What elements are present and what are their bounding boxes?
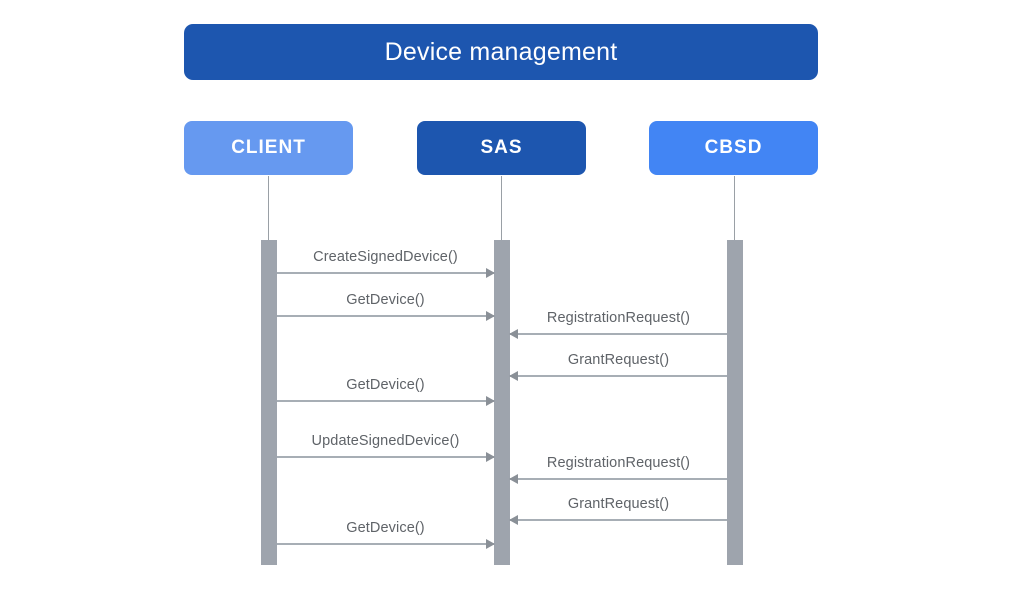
actor-label-sas: SAS — [480, 137, 523, 158]
message-label: RegistrationRequest() — [546, 310, 691, 326]
message-line — [510, 519, 727, 521]
message-label: UpdateSignedDevice() — [311, 433, 460, 449]
arrow-head-right-icon — [486, 452, 495, 462]
message-line — [510, 333, 727, 335]
message-label: GrantRequest() — [567, 352, 670, 368]
actor-label-cbsd: CBSD — [704, 137, 763, 158]
message-label: GrantRequest() — [567, 496, 670, 512]
arrow-head-left-icon — [509, 371, 518, 381]
message-line — [277, 456, 494, 458]
message-label: GetDevice() — [346, 377, 425, 393]
message-line — [510, 375, 727, 377]
arrow-head-right-icon — [486, 268, 495, 278]
diagram-title-banner: Device management — [184, 24, 818, 80]
arrow-head-left-icon — [509, 515, 518, 525]
message-label: GetDevice() — [346, 292, 425, 308]
message-label: RegistrationRequest() — [546, 455, 691, 471]
actor-box-client[interactable]: CLIENT — [184, 121, 353, 175]
arrow-head-left-icon — [509, 329, 518, 339]
message-line — [277, 272, 494, 274]
message-line — [277, 315, 494, 317]
page-title: Device management — [384, 37, 618, 66]
message-label: GetDevice() — [346, 520, 425, 536]
arrow-head-right-icon — [486, 539, 495, 549]
message-line — [277, 400, 494, 402]
arrow-head-right-icon — [486, 311, 495, 321]
activation-bar-client — [261, 240, 277, 565]
lifeline-client — [268, 176, 269, 242]
activation-bar-cbsd — [727, 240, 743, 565]
lifeline-cbsd — [734, 176, 735, 242]
arrow-head-right-icon — [486, 396, 495, 406]
actor-label-client: CLIENT — [231, 137, 306, 158]
actor-box-cbsd[interactable]: CBSD — [649, 121, 818, 175]
arrow-head-left-icon — [509, 474, 518, 484]
actor-box-sas[interactable]: SAS — [417, 121, 586, 175]
message-line — [510, 478, 727, 480]
message-line — [277, 543, 494, 545]
lifeline-sas — [501, 176, 502, 242]
activation-bar-sas — [494, 240, 510, 565]
message-label: CreateSignedDevice() — [313, 249, 458, 265]
